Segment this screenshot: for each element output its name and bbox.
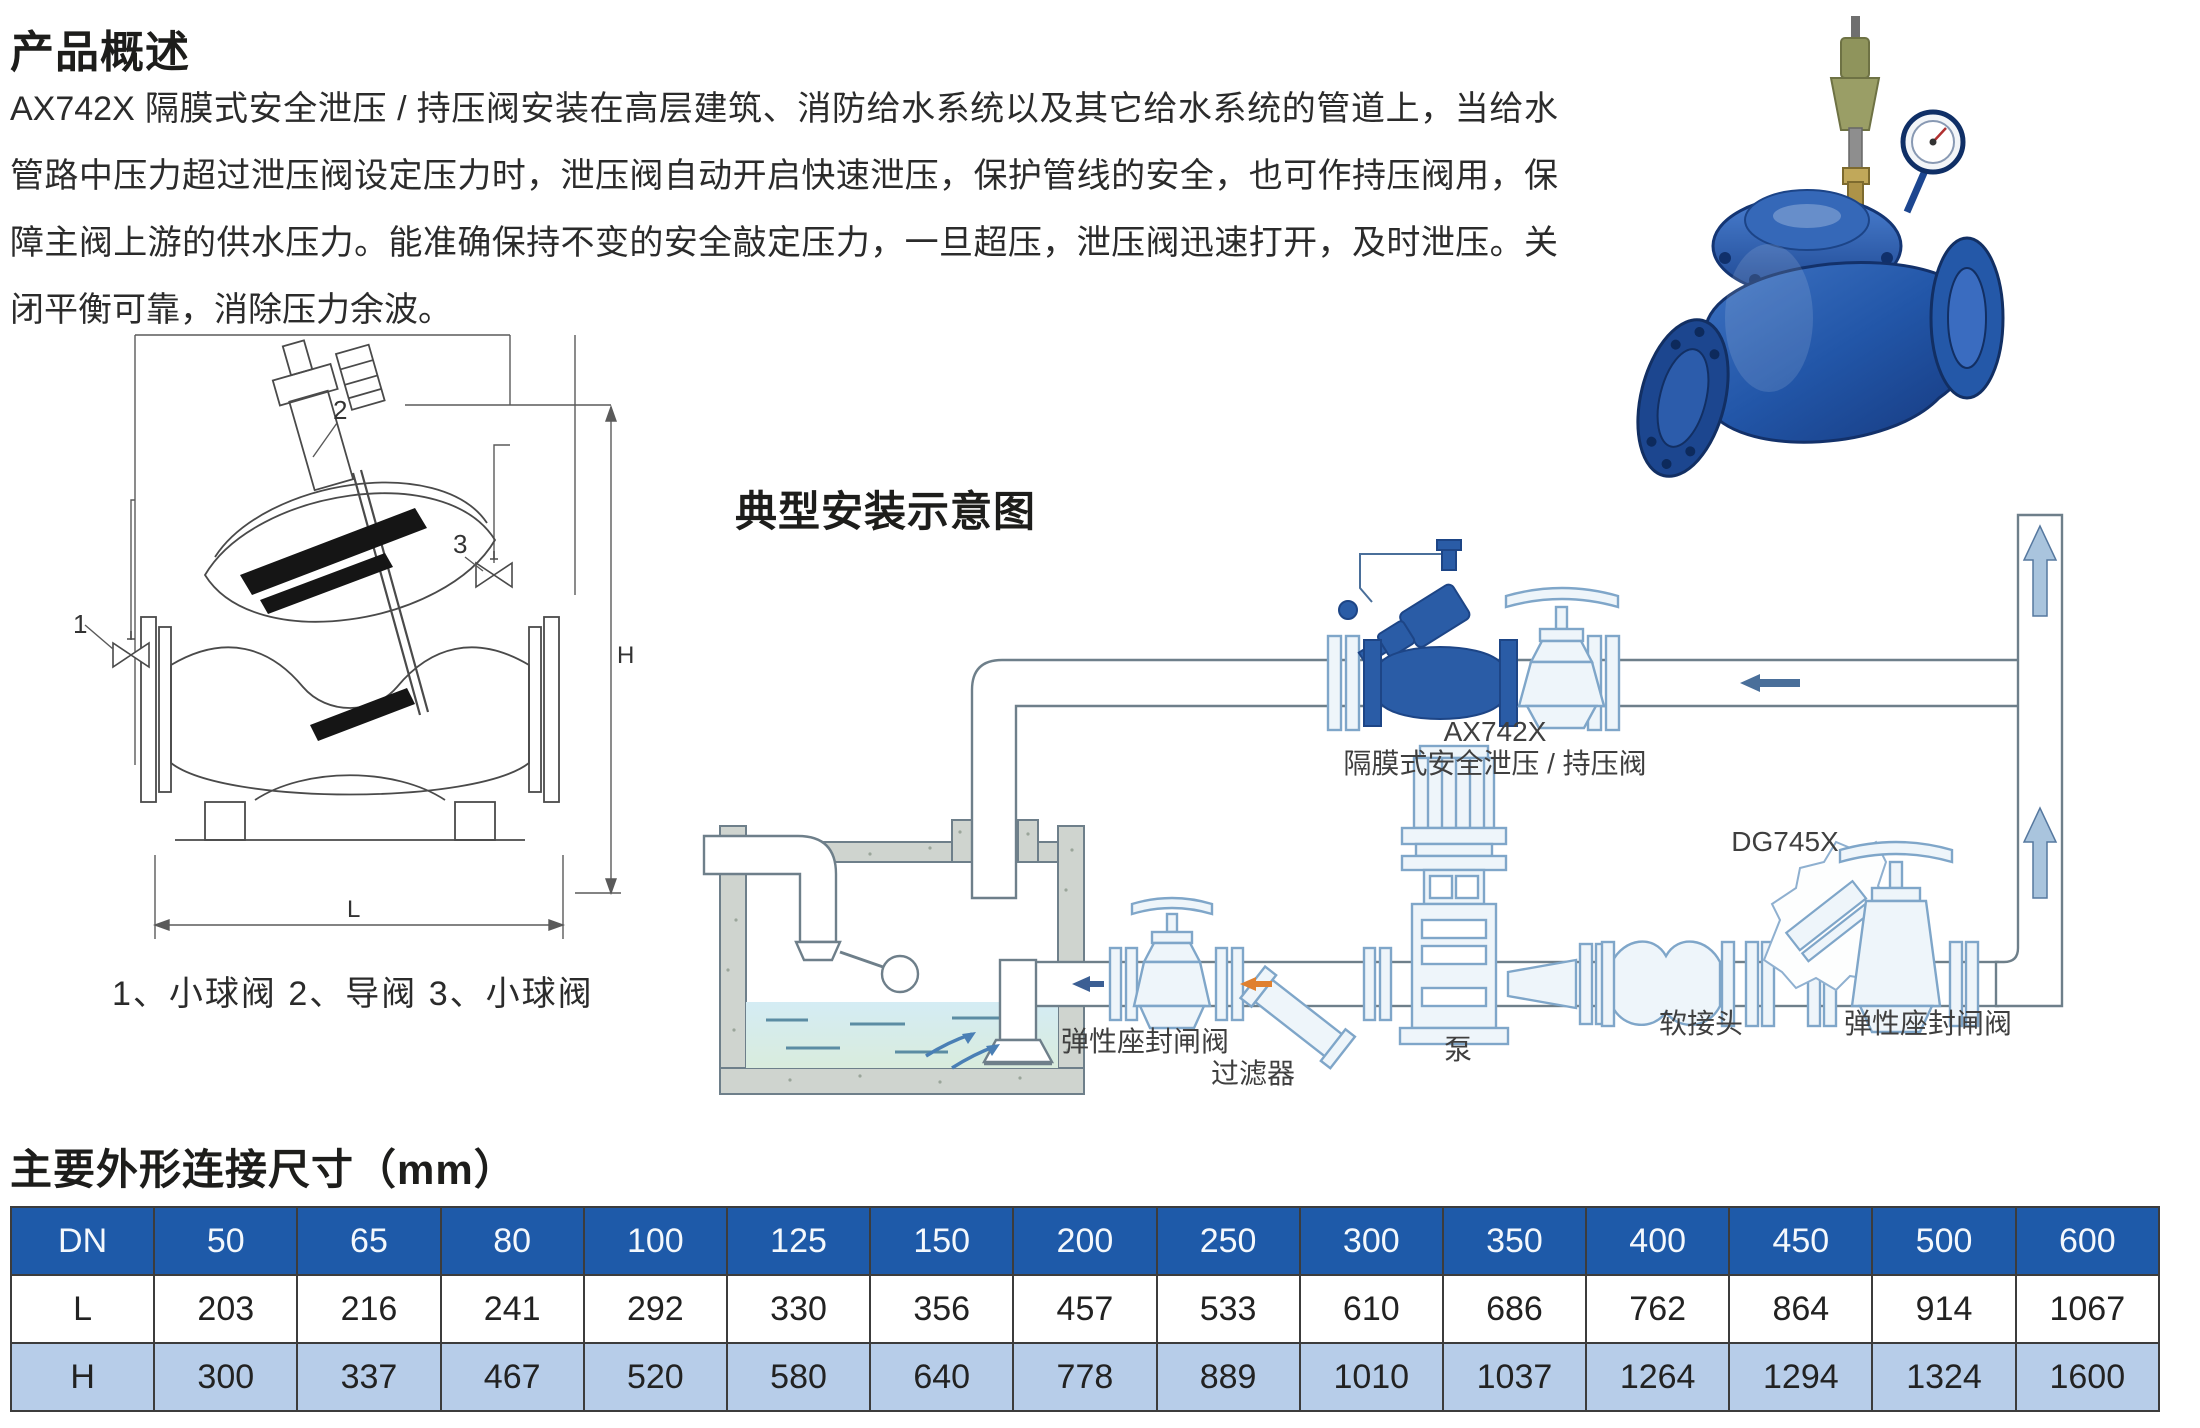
tank-inlet-pipe [702, 834, 842, 962]
table-header-cell: 200 [1012, 1206, 1158, 1276]
branch-gate-valve [1504, 586, 1620, 730]
table-header-cell: 400 [1585, 1206, 1731, 1276]
drawing-dim-l: L [347, 896, 360, 923]
table-header-cell: 125 [725, 1206, 872, 1276]
water-waves [766, 1016, 1036, 1054]
riser-up-arrows [2022, 524, 2058, 899]
flex-joint-shape [1600, 940, 1736, 1028]
table-header-cell: 600 [2014, 1206, 2161, 1276]
line-gate-valve-left [1130, 896, 1214, 1030]
table-cell: 1067 [2014, 1274, 2161, 1344]
table-cell: 457 [1012, 1274, 1158, 1344]
table-cell: 203 [153, 1274, 299, 1344]
table-row-label: H [9, 1342, 156, 1412]
label-pump: 泵 [1443, 1034, 1472, 1065]
table-cell: 610 [1298, 1274, 1444, 1344]
relief-branch-pipe [970, 658, 2042, 900]
table-header-cell: 250 [1155, 1206, 1301, 1276]
technical-drawing: 1 2 3 H L [55, 295, 645, 955]
table-cell: 300 [153, 1342, 299, 1412]
table-cell: 778 [1012, 1342, 1158, 1412]
line-gate-valve-right [1838, 840, 1954, 1034]
table-cell: 520 [582, 1342, 728, 1412]
table-cell: 533 [1155, 1274, 1301, 1344]
table-cell: 889 [1155, 1342, 1301, 1412]
table-header-cell: 350 [1441, 1206, 1588, 1276]
suction-pipe [998, 958, 1038, 1042]
table-header-cell: 65 [296, 1206, 442, 1276]
table-header-cell: 80 [439, 1206, 585, 1276]
table-cell: 640 [869, 1342, 1015, 1412]
reducer-shape [1506, 958, 1578, 1010]
table-cell: 1037 [1441, 1342, 1588, 1412]
drawing-caption: 1、小球阀 2、导阀 3、小球阀 [112, 975, 594, 1013]
table-header-cell: 50 [153, 1206, 299, 1276]
installation-diagram-svg [702, 513, 2064, 1095]
table-header-cell: 100 [582, 1206, 728, 1276]
float-arm [839, 950, 887, 970]
table-header-cell: 500 [1871, 1206, 2017, 1276]
table-cell: 864 [1728, 1274, 1874, 1344]
table-cell: 762 [1585, 1274, 1731, 1344]
table-header-cell: 450 [1728, 1206, 1874, 1276]
label-gate-valve-right: 弹性座封闸阀 [1843, 1008, 2012, 1039]
table-cell: 1600 [2014, 1342, 2161, 1412]
label-flex-joint: 软接头 [1658, 1008, 1743, 1039]
table-header-cell: 300 [1298, 1206, 1444, 1276]
table-cell: 241 [439, 1274, 585, 1344]
table-header-cell: 150 [869, 1206, 1015, 1276]
suction-bell [981, 1038, 1055, 1066]
table-row-label: L [9, 1274, 156, 1344]
strainer-shape [1238, 964, 1357, 1070]
overview-paragraph: AX742X 隔膜式安全泄压 / 持压阀安装在高层建筑、消防给水系统以及其它给水… [10, 90, 1558, 329]
label-strainer: 过滤器 [1210, 1058, 1295, 1089]
installation-diagram: AX742X 隔膜式安全泄压 / 持压阀 DG745X 软接头 弹性座封闸阀 弹… [700, 490, 2100, 1130]
drawing-callout-2: 2 [333, 395, 347, 425]
suction-flow-arrows [925, 1032, 1000, 1070]
table-cell: 1324 [1871, 1342, 2017, 1412]
table-cell: 1294 [1728, 1342, 1874, 1412]
relief-valve-ax742x [1338, 539, 1518, 727]
table-cell: 330 [725, 1274, 872, 1344]
drawing-callout-3: 3 [453, 529, 467, 559]
table-cell: 1010 [1298, 1342, 1444, 1412]
drawing-dim-h: H [617, 642, 634, 669]
branch-flow-arrow [1740, 674, 1800, 692]
label-main-valve-model: AX742X [1443, 716, 1547, 747]
table-cell: 467 [439, 1342, 585, 1412]
valve-photo-illustration [1636, 16, 2005, 478]
outlet-flow-arrow [1072, 976, 1104, 992]
riser-pipe [1994, 513, 2064, 1008]
product-photo [1555, 0, 2055, 570]
page-title: 产品概述 [10, 28, 190, 77]
label-main-valve-name: 隔膜式安全泄压 / 持压阀 [1343, 748, 1647, 779]
drawing-callout-1: 1 [73, 609, 87, 639]
installation-title: 典型安装示意图 [735, 488, 1037, 535]
table-cell: 914 [1871, 1274, 2017, 1344]
line-flange-pairs [1108, 940, 1980, 1028]
pump-shape [1398, 744, 1510, 1046]
table-cell: 1264 [1585, 1342, 1731, 1412]
float-ball [880, 954, 920, 994]
table-cell: 292 [582, 1274, 728, 1344]
valve-cross-section-drawing: 1 2 3 H L [73, 334, 634, 939]
table-cell: 686 [1441, 1274, 1588, 1344]
table-corner-cell: DN [9, 1206, 156, 1276]
table-cell: 337 [296, 1342, 442, 1412]
table-cell: 356 [869, 1274, 1015, 1344]
label-gate-valve-left: 弹性座封闸阀 [1060, 1026, 1229, 1057]
table-cell: 580 [725, 1342, 872, 1412]
strainer-flow-arrow [1240, 977, 1272, 991]
dimensions-title: 主要外形连接尺寸（mm） [10, 1146, 517, 1193]
table-cell: 216 [296, 1274, 442, 1344]
label-check-valve-model: DG745X [1731, 826, 1839, 857]
